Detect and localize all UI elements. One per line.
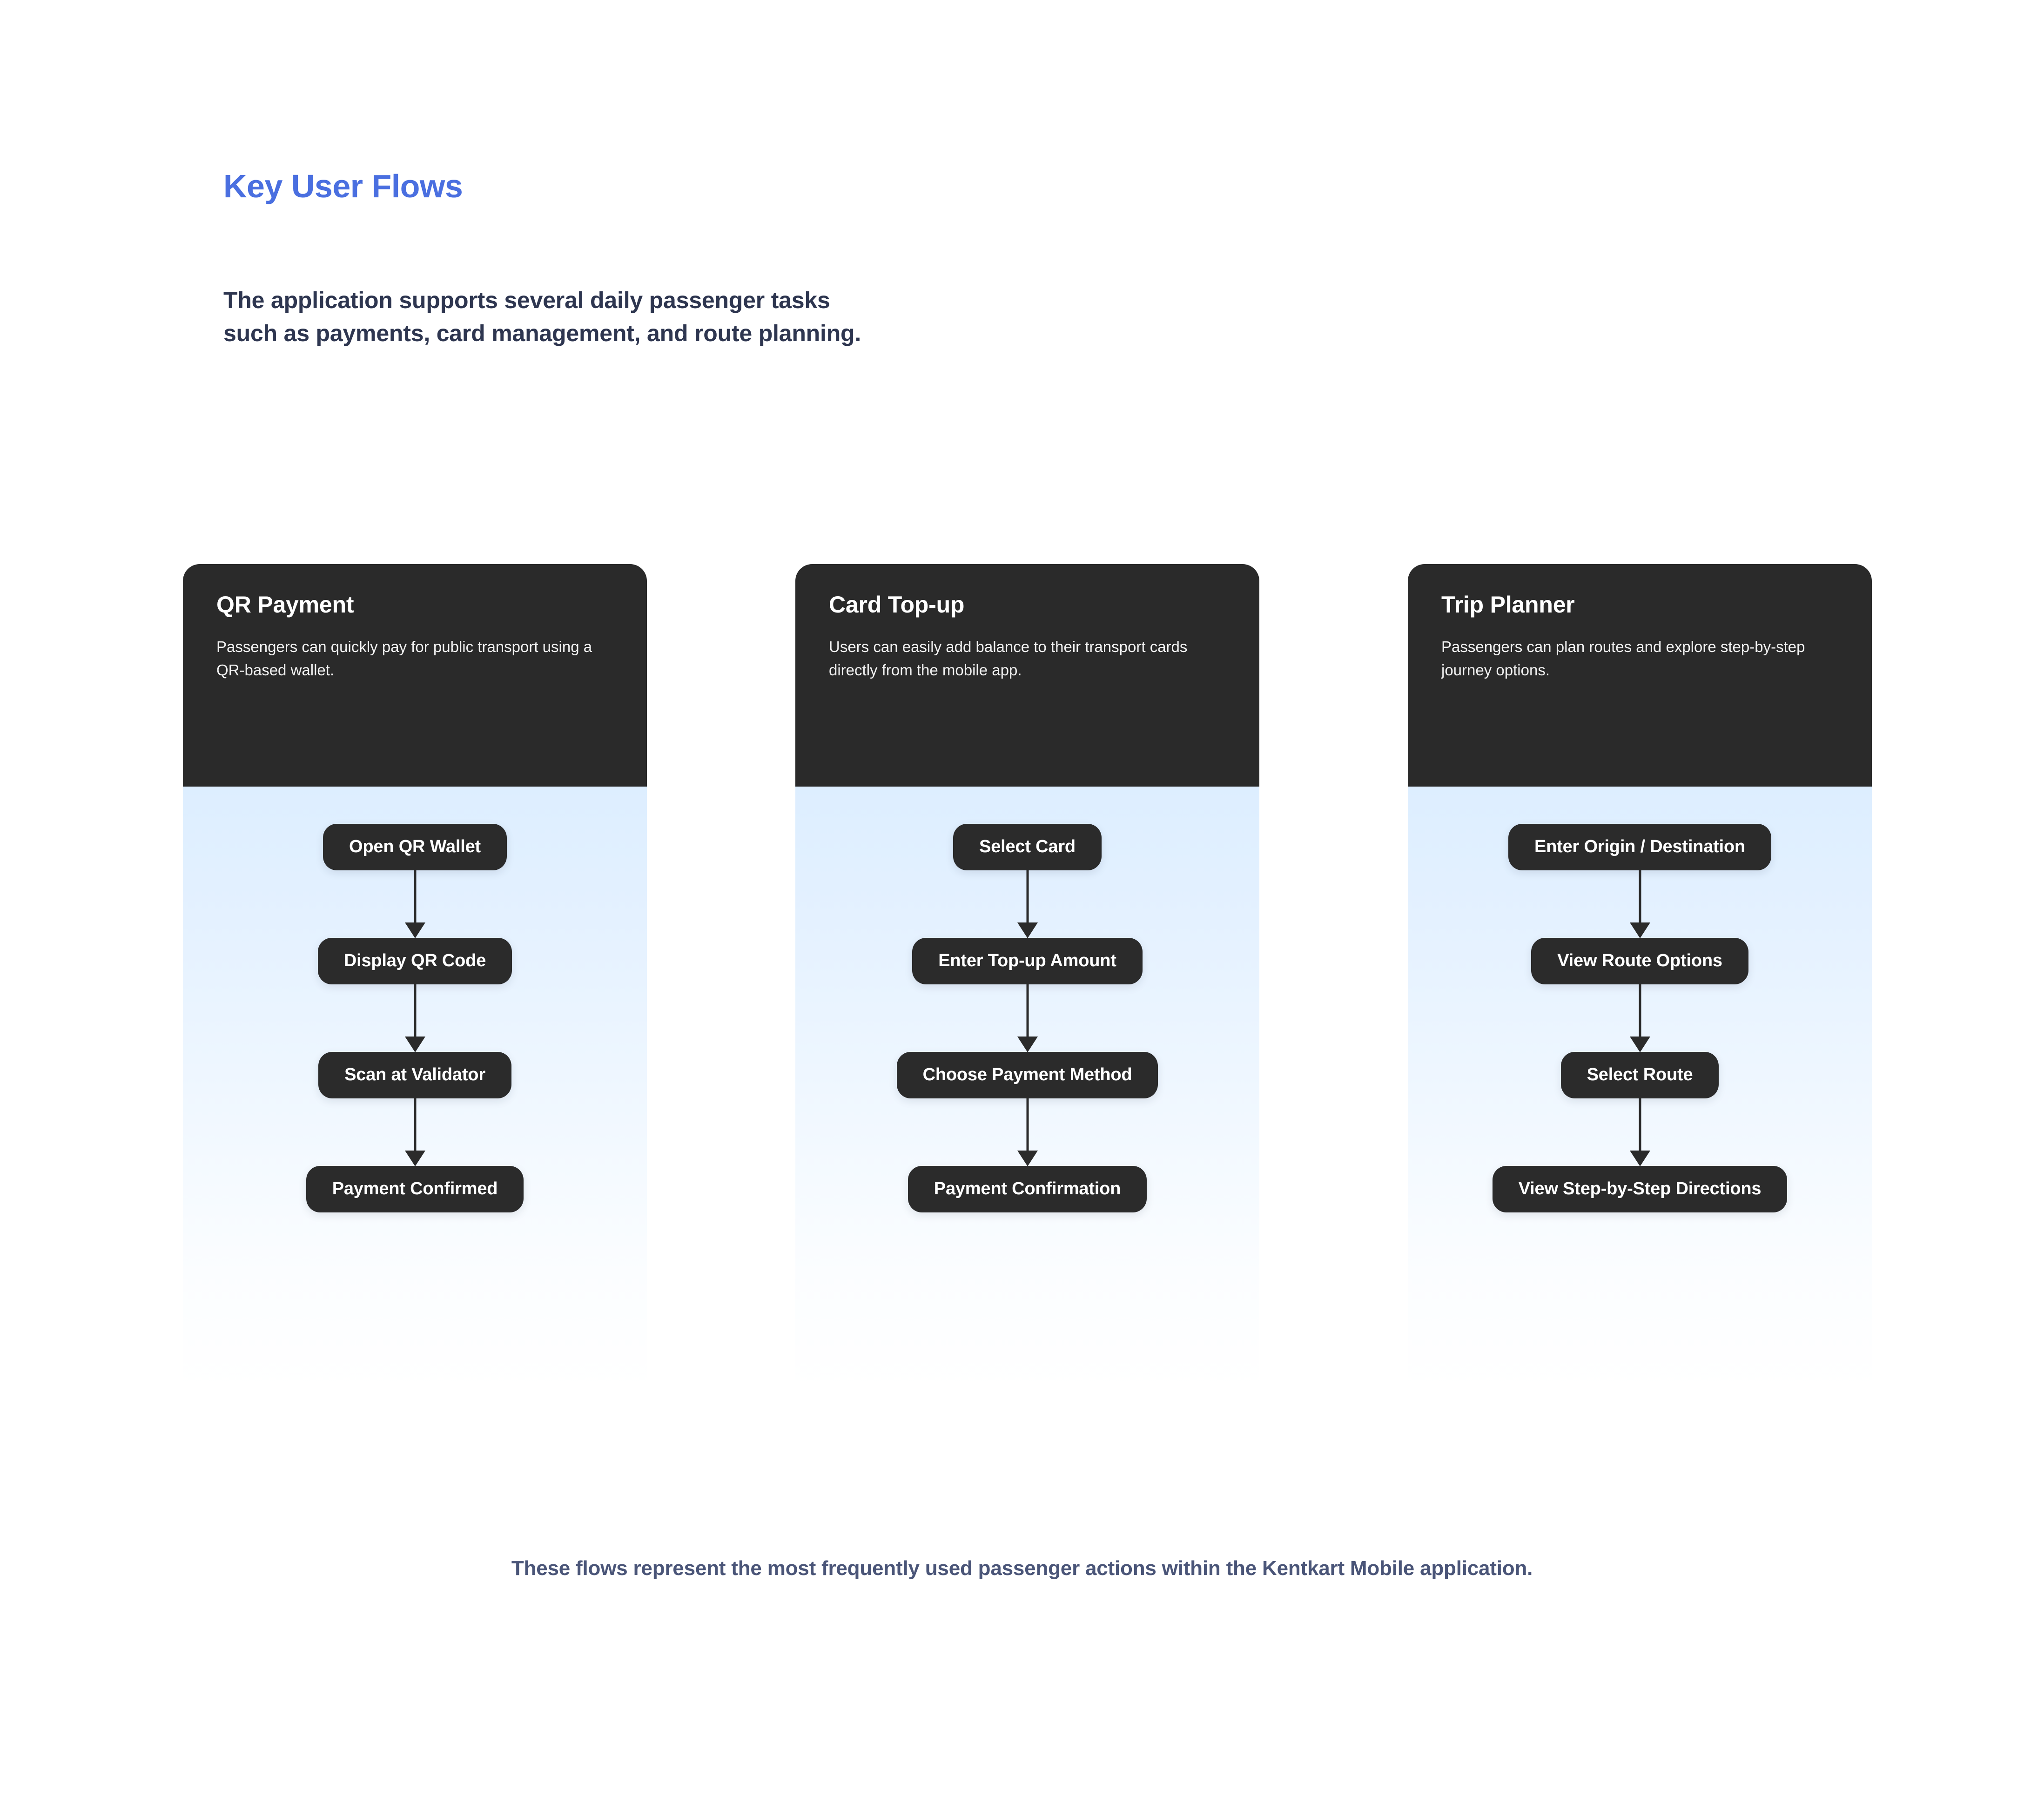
flow-step[interactable]: Enter Origin / Destination [1508,824,1771,870]
page-title: Key User Flows [223,168,463,204]
flow-step[interactable]: Select Route [1560,1051,1719,1098]
flow-step[interactable]: Enter Top-up Amount [912,937,1143,984]
flow-arrow-icon [1629,870,1650,938]
flow-arrow-icon [1017,870,1038,938]
flow-step[interactable]: View Step-by-Step Directions [1492,1165,1788,1212]
card-description: Users can easily add balance to their tr… [829,638,1188,679]
page-subtitle-line-2: such as payments, card management, and r… [223,320,861,346]
flow-card-card-top-up: Card Top-up Users can easily add balance… [795,564,1259,1402]
card-body: Enter Origin / Destination View Route Op… [1408,787,1872,1392]
flow-step[interactable]: Payment Confirmation [908,1165,1147,1212]
card-header: Card Top-up Users can easily add balance… [795,564,1259,787]
flow-arrow-icon [1017,1098,1038,1166]
card-title: Trip Planner [1441,592,1575,618]
flow-arrow-icon [404,1098,425,1166]
page-subtitle-line-1: The application supports several daily p… [223,287,830,313]
flow-step[interactable]: Display QR Code [317,937,512,984]
page-subtitle: The application supports several daily p… [223,284,861,350]
flow-step-list: Select Card Enter Top-up Amount Choose P… [795,787,1259,1392]
flow-step[interactable]: Payment Confirmed [306,1165,524,1212]
flow-arrow-icon [1629,984,1650,1052]
flow-arrow-icon [1629,1098,1650,1166]
flow-step[interactable]: Open QR Wallet [323,824,507,870]
flow-card-qr-payment: QR Payment Passengers can quickly pay fo… [183,564,647,1402]
flow-arrow-icon [1017,984,1038,1052]
flow-step[interactable]: Scan at Validator [318,1051,511,1098]
card-body: Open QR Wallet Display QR Code Scan at V… [183,787,647,1392]
flow-arrow-icon [404,984,425,1052]
flow-arrow-icon [404,870,425,938]
card-title: QR Payment [216,592,354,618]
card-description: Passengers can plan routes and explore s… [1441,638,1805,679]
card-header: Trip Planner Passengers can plan routes … [1408,564,1872,787]
flow-step-list: Enter Origin / Destination View Route Op… [1408,787,1872,1392]
flow-cards-row: QR Payment Passengers can quickly pay fo… [183,564,1872,1402]
flow-step-list: Open QR Wallet Display QR Code Scan at V… [183,787,647,1392]
card-body: Select Card Enter Top-up Amount Choose P… [795,787,1259,1392]
card-title: Card Top-up [829,592,965,618]
footer-note: These flows represent the most frequentl… [511,1557,1533,1580]
flow-step[interactable]: View Route Options [1531,937,1748,984]
card-header: QR Payment Passengers can quickly pay fo… [183,564,647,787]
flow-step[interactable]: Select Card [953,824,1102,870]
card-description: Passengers can quickly pay for public tr… [216,638,592,679]
flow-card-trip-planner: Trip Planner Passengers can plan routes … [1408,564,1872,1402]
flow-step[interactable]: Choose Payment Method [896,1051,1158,1098]
